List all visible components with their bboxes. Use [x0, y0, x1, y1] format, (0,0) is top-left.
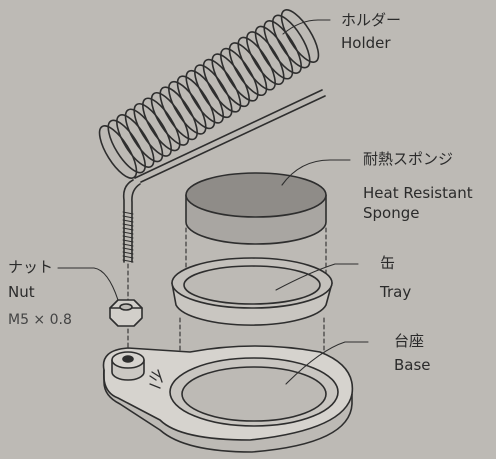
coil-turn — [142, 97, 181, 152]
thread-ridge — [122, 227, 134, 231]
coil-turn — [237, 36, 276, 91]
coil-turn — [168, 80, 207, 135]
coil-turn — [254, 25, 294, 80]
coil-turn — [176, 75, 216, 130]
base-emboss-mark — [149, 369, 163, 389]
leader-holder — [282, 19, 331, 35]
thread-ridge — [122, 247, 134, 251]
holder-label-jp: ホルダー — [341, 11, 402, 29]
sponge-label-en-1: Heat Resistant — [363, 184, 473, 202]
thread-ridge — [122, 219, 134, 223]
leader-tray — [275, 263, 359, 291]
coil-turn — [98, 125, 138, 179]
coil-turn — [116, 114, 155, 168]
nut-spec: M5 × 0.8 — [8, 312, 72, 328]
base-label-en: Base — [394, 356, 431, 374]
tray-label-en: Tray — [380, 283, 412, 301]
thread-ridge — [122, 235, 134, 239]
thread-ridge — [122, 231, 134, 235]
coil-turn — [228, 42, 268, 97]
coil-turn — [133, 102, 172, 157]
base-label-jp: 台座 — [394, 332, 425, 350]
coil-turn — [150, 91, 190, 146]
coil-turn — [263, 20, 302, 74]
thread-ridge — [122, 215, 134, 219]
thread-ridge — [122, 251, 134, 255]
holder-label-en: Holder — [341, 34, 391, 52]
thread-ridge — [122, 211, 134, 215]
coil-turn — [246, 31, 285, 86]
sponge-part — [185, 172, 327, 245]
thread-ridge — [122, 223, 134, 227]
thread-ridge — [122, 243, 134, 247]
tray-label-jp: 缶 — [380, 254, 396, 272]
thread-ridge — [122, 239, 134, 243]
thread-ridge — [122, 255, 134, 259]
leader-base — [285, 341, 369, 385]
coil-turn — [194, 64, 233, 119]
coil-turn — [107, 119, 146, 174]
nut-part — [109, 299, 143, 327]
base-part — [102, 345, 354, 453]
coil-turn — [159, 86, 198, 141]
coil-turn — [211, 53, 250, 108]
sponge-label-jp: 耐熱スポンジ — [363, 150, 454, 168]
thread-ridge — [122, 259, 134, 263]
nut-label-jp: ナット — [8, 258, 54, 276]
holder-coil — [98, 9, 320, 179]
leader-nut — [57, 267, 119, 301]
holder-thread — [122, 211, 134, 263]
sponge-label-en-2: Sponge — [363, 204, 420, 222]
coil-turn — [272, 14, 311, 69]
coil-turn — [185, 69, 224, 124]
coil-turn — [124, 108, 164, 163]
nut-label-en: Nut — [8, 283, 35, 301]
leader-sponge — [281, 159, 351, 186]
coil-turn — [280, 9, 320, 63]
coil-turn — [202, 58, 242, 113]
coil-turn — [220, 47, 259, 102]
tray-part — [171, 257, 333, 326]
holder-rod — [122, 89, 326, 263]
